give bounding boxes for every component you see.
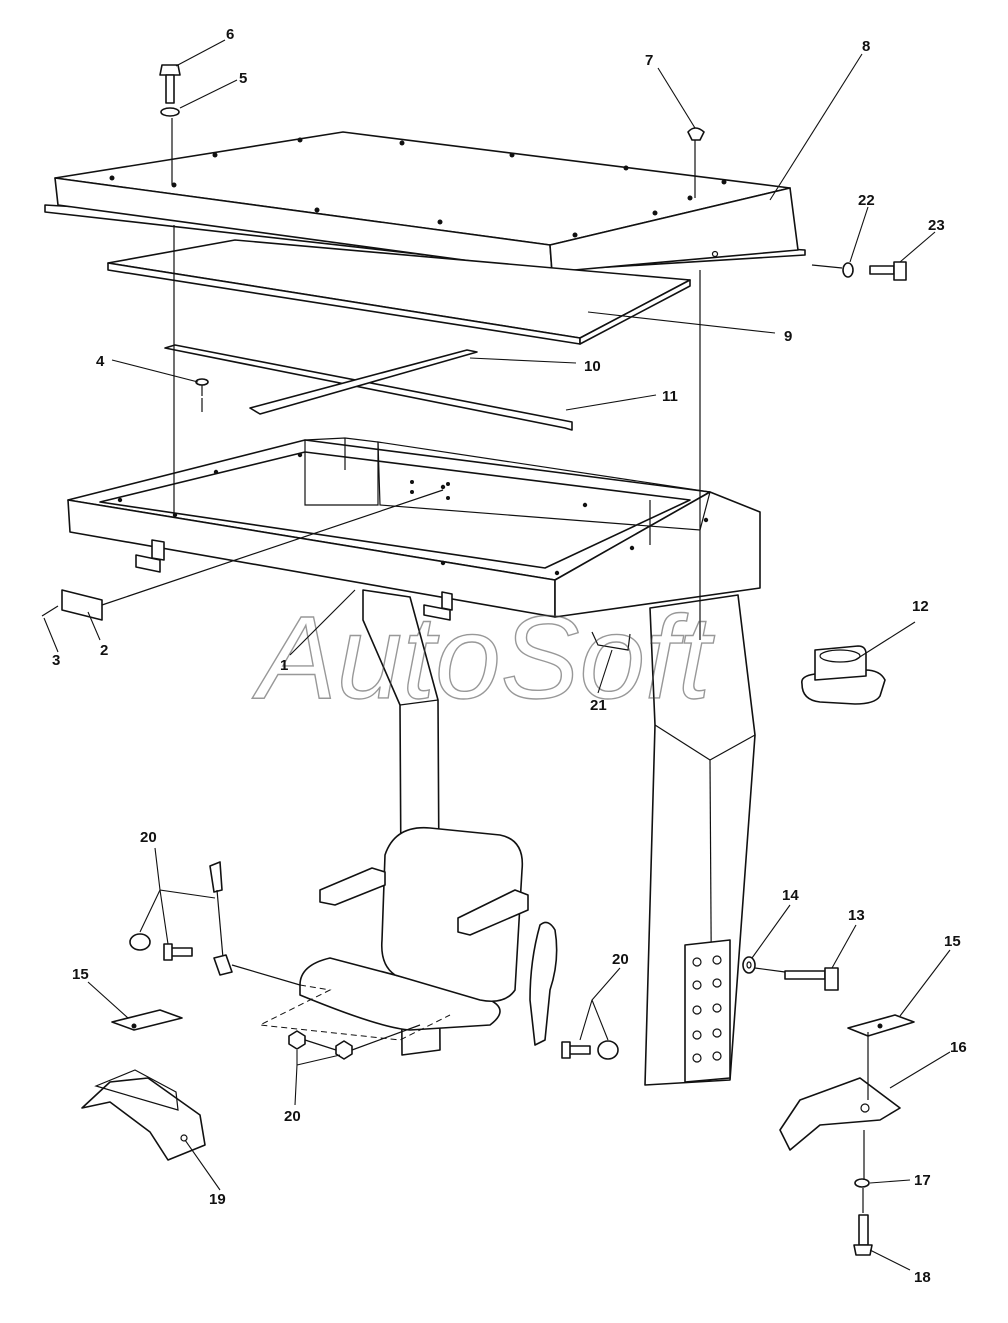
callout-14: 14: [782, 887, 799, 904]
bolt-23: [869, 261, 907, 281]
callout-18: 18: [914, 1269, 931, 1286]
callout-3: 3: [52, 652, 60, 669]
roof-panel: [44, 131, 806, 273]
bracket-19: [81, 1069, 206, 1161]
plate-2: [61, 589, 103, 621]
bolt-18: [853, 1214, 873, 1256]
callout-20-bottom: 20: [284, 1108, 301, 1125]
frame-bracket-right: [423, 591, 453, 621]
callout-7: 7: [645, 52, 653, 69]
callout-8: 8: [862, 38, 870, 55]
washer-17: [854, 1178, 870, 1188]
callout-23: 23: [928, 217, 945, 234]
callout-5: 5: [239, 70, 247, 87]
callout-12: 12: [912, 598, 929, 615]
callout-9: 9: [784, 328, 792, 345]
watermark: AutoSoft: [252, 592, 715, 724]
washer-5: [160, 107, 180, 117]
callout-21: 21: [590, 697, 607, 714]
operator-seat: [299, 826, 529, 1031]
callout-13: 13: [848, 907, 865, 924]
cross-brace-10: [164, 344, 573, 431]
callout-15-right: 15: [944, 933, 961, 950]
seat-belt-right: [529, 921, 558, 1046]
bolt-13: [784, 967, 839, 991]
seat-hardware-20: [129, 933, 619, 1060]
callout-20-right: 20: [612, 951, 629, 968]
callout-22: 22: [858, 192, 875, 209]
callout-6: 6: [226, 26, 234, 43]
frame-bracket-left: [135, 539, 165, 573]
latch-21: [591, 631, 631, 651]
washer-22: [842, 262, 854, 278]
callout-10: 10: [584, 358, 601, 375]
post-mount-plate: [684, 939, 731, 1083]
pad-15-right: [847, 1014, 915, 1037]
callout-16: 16: [950, 1039, 967, 1056]
washer-14: [742, 956, 756, 974]
callout-11: 11: [662, 388, 678, 405]
callout-20-left: 20: [140, 829, 157, 846]
screw-3: [41, 605, 59, 617]
callout-17: 17: [914, 1172, 931, 1189]
cab-frame: [67, 437, 761, 618]
callout-19: 19: [209, 1191, 226, 1208]
pad-15-left: [111, 1009, 183, 1031]
callout-labels: 1 2 3 4 5 6 7 8 9 10 11 12 13 14 15 15 1…: [52, 26, 967, 1286]
cap-7: [687, 127, 705, 141]
headliner-panel: [107, 239, 691, 345]
leader-lines: [43, 39, 951, 1271]
cross-brace-11: [249, 349, 478, 415]
callout-1: 1: [280, 657, 288, 674]
assembly-lines: [101, 118, 869, 1213]
callout-2: 2: [100, 642, 108, 659]
callout-15-left: 15: [72, 966, 89, 983]
bolt-6: [159, 64, 181, 104]
seat-belt-left: [209, 861, 233, 976]
callout-4: 4: [96, 353, 105, 370]
bracket-16: [779, 1077, 901, 1151]
grommet-12: [800, 645, 886, 705]
